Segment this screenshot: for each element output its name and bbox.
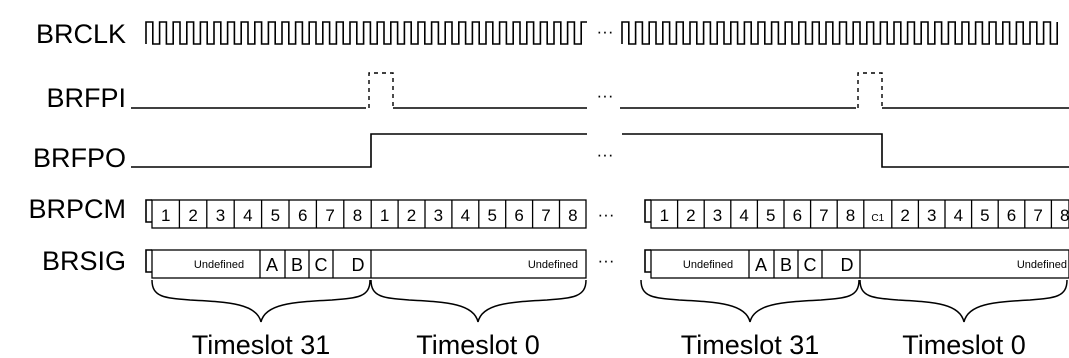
brsig-frame-left xyxy=(151,249,587,279)
brpcm-bit-label: 3 xyxy=(927,206,936,225)
timeslot-label-right-a: Timeslot 31 xyxy=(681,330,820,358)
brpcm-bit-label: 2 xyxy=(686,206,695,225)
brpcm-bit-label: 5 xyxy=(980,206,989,225)
brpcm-bit-label: 4 xyxy=(954,206,963,225)
brpcm-bit-label: 5 xyxy=(766,206,775,225)
label-brfpo: BRFPO xyxy=(33,143,126,173)
brsig-undefined-right-b: Undefined xyxy=(1017,259,1067,271)
brfpi-pulse-right xyxy=(857,72,883,108)
brclk-waveform-right xyxy=(621,21,1058,45)
brpcm-frame-left xyxy=(151,199,587,229)
brsig-bit-d-right: D xyxy=(841,255,854,275)
brpcm-bit-label: 8 xyxy=(846,206,855,225)
gap-ellipsis-brpcm: ··· xyxy=(598,205,615,224)
brpcm-bit-label: 7 xyxy=(1033,206,1042,225)
brpcm-bracket-right xyxy=(644,199,651,223)
label-brsig: BRSIG xyxy=(42,246,126,276)
brpcm-bit-label: 1 xyxy=(161,206,170,225)
brpcm-bit-label: 3 xyxy=(216,206,225,225)
brfpo-waveform-left xyxy=(131,133,587,168)
gap-ellipsis-brsig: ··· xyxy=(598,251,615,270)
timeslot-label-left-a: Timeslot 31 xyxy=(192,330,331,358)
brpcm-bit-label: 8 xyxy=(1060,206,1069,225)
brsig-bit-c-left: C xyxy=(315,255,328,275)
brfpi-pulse-left xyxy=(368,72,394,108)
brpcm-bit-label: 6 xyxy=(514,206,523,225)
brpcm-frame-right xyxy=(650,199,1069,229)
brpcm-bit-label: 7 xyxy=(325,206,334,225)
brpcm-bit-label: 6 xyxy=(793,206,802,225)
brace-timeslot-0-left xyxy=(370,279,587,323)
label-brfpi: BRFPI xyxy=(46,83,126,113)
brsig-bit-b-right: B xyxy=(780,255,792,275)
timeslot-label-left-b: Timeslot 0 xyxy=(416,330,540,358)
brpcm-bracket-left xyxy=(145,199,152,223)
label-brclk: BRCLK xyxy=(36,19,126,49)
brsig-bit-d-left: D xyxy=(352,255,365,275)
brpcm-bit-label: 8 xyxy=(568,206,577,225)
gap-ellipsis-brfpi: ··· xyxy=(597,86,614,105)
timeslot-label-right-b: Timeslot 0 xyxy=(902,330,1026,358)
brsig-undefined-right-a: Undefined xyxy=(683,259,733,271)
brpcm-bit-label: 5 xyxy=(487,206,496,225)
brsig-bit-a-left: A xyxy=(266,255,278,275)
brpcm-bit-label: 2 xyxy=(900,206,909,225)
brsig-bit-b-left: B xyxy=(291,255,303,275)
brpcm-bit-label: 1 xyxy=(380,206,389,225)
brpcm-bit-label: 7 xyxy=(541,206,550,225)
brsig-undefined-left-b: Undefined xyxy=(528,259,578,271)
brclk-waveform-left xyxy=(145,21,587,45)
gap-ellipsis-brfpo: ··· xyxy=(597,145,614,164)
brpcm-bit-label: C1 xyxy=(871,213,884,224)
brace-timeslot-31-right xyxy=(640,279,860,323)
brpcm-bit-label: 8 xyxy=(353,206,362,225)
brpcm-bit-label: 6 xyxy=(298,206,307,225)
brpcm-bit-label: 2 xyxy=(407,206,416,225)
brpcm-bit-label: 4 xyxy=(461,206,470,225)
brpcm-bit-label: 5 xyxy=(271,206,280,225)
brace-timeslot-31-left xyxy=(151,279,371,323)
brsig-bit-a-right: A xyxy=(755,255,767,275)
brpcm-bit-label: 4 xyxy=(243,206,252,225)
brpcm-bit-label: 7 xyxy=(819,206,828,225)
brsig-bracket-right xyxy=(644,249,651,273)
brpcm-bit-label: 6 xyxy=(1007,206,1016,225)
brsig-undefined-left-a: Undefined xyxy=(194,259,244,271)
brpcm-bit-label: 1 xyxy=(660,206,669,225)
brace-timeslot-0-right xyxy=(859,279,1068,323)
label-brpcm: BRPCM xyxy=(28,194,126,224)
brsig-bit-c-right: C xyxy=(804,255,817,275)
brpcm-bit-label: 2 xyxy=(188,206,197,225)
brfpo-waveform-right xyxy=(622,133,1069,168)
brsig-bracket-left xyxy=(145,249,152,273)
brpcm-bit-label: 3 xyxy=(434,206,443,225)
gap-ellipsis-brclk: ··· xyxy=(597,22,614,41)
brpcm-bit-label: 4 xyxy=(739,206,748,225)
brpcm-bit-label: 3 xyxy=(713,206,722,225)
